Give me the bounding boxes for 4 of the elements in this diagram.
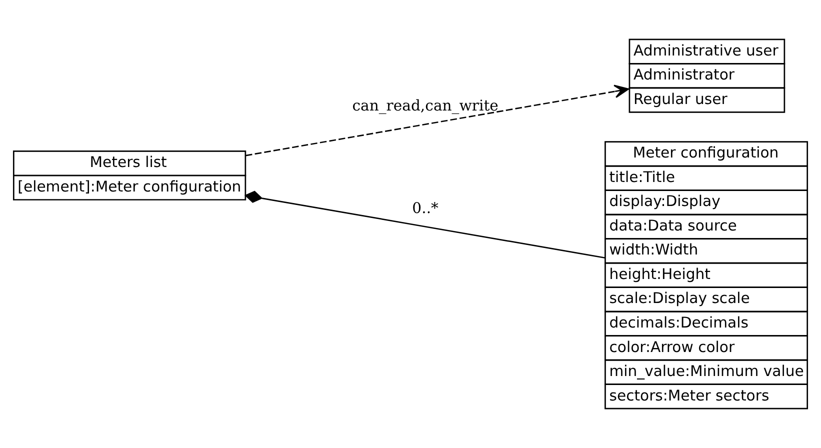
- arrow: [246, 84, 630, 156]
- edge-label: can_read,can_write: [352, 98, 498, 115]
- edge-label: 0..*: [412, 200, 438, 217]
- connector: [244, 190, 606, 259]
